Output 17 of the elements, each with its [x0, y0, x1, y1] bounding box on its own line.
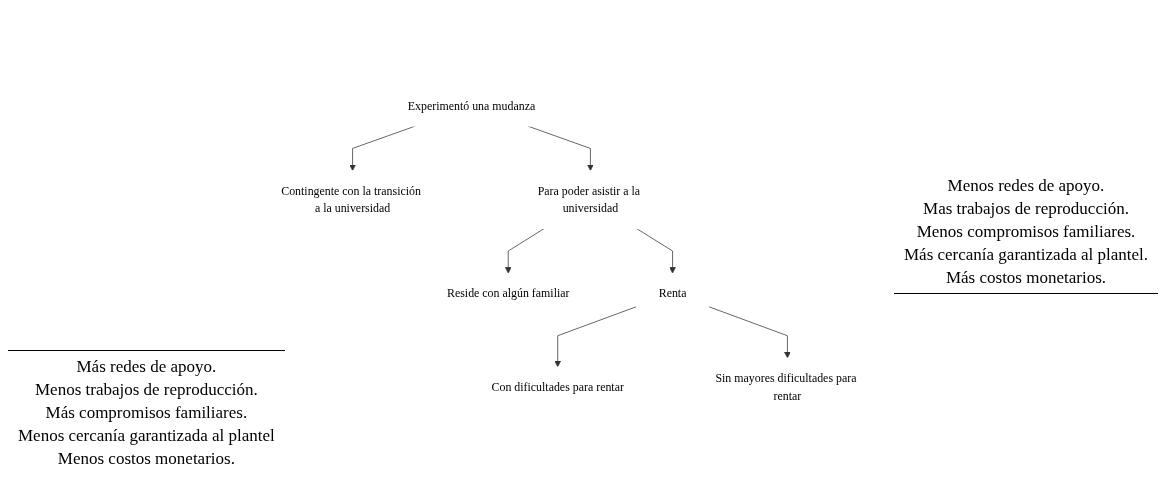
node-text: Con dificultades para rentar: [491, 380, 624, 393]
note-text: Más costos monetarios.: [944, 267, 1108, 289]
node-text: Reside con algún familiar: [446, 286, 570, 300]
note-text: Menos costos monetarios.: [56, 448, 236, 470]
node-text: Renta: [658, 286, 687, 300]
note-text: Menos trabajos de reproducción.: [33, 379, 259, 401]
note-text: Mas trabajos de reproducción.: [922, 198, 1130, 220]
node-text: Sin mayores dificultades para rentar: [715, 371, 857, 402]
note-text: Menos redes de apoyo.: [946, 175, 1106, 197]
node-text: Contingente con la transición a la universidad: [281, 184, 421, 215]
note-text: Menos compromisos familiares.: [915, 221, 1137, 243]
note-text: Más cercanía garantizada al plantel.: [904, 244, 1148, 266]
node-text: Para poder asistir a la universidad: [537, 184, 641, 215]
note-text: Más redes de apoyo.: [75, 356, 218, 378]
node-text: Experimentó una mudanza: [407, 99, 536, 113]
note-text: Más compromisos familiares.: [44, 402, 249, 424]
note-text: Menos cercanía garantizada al plantel: [18, 425, 275, 447]
